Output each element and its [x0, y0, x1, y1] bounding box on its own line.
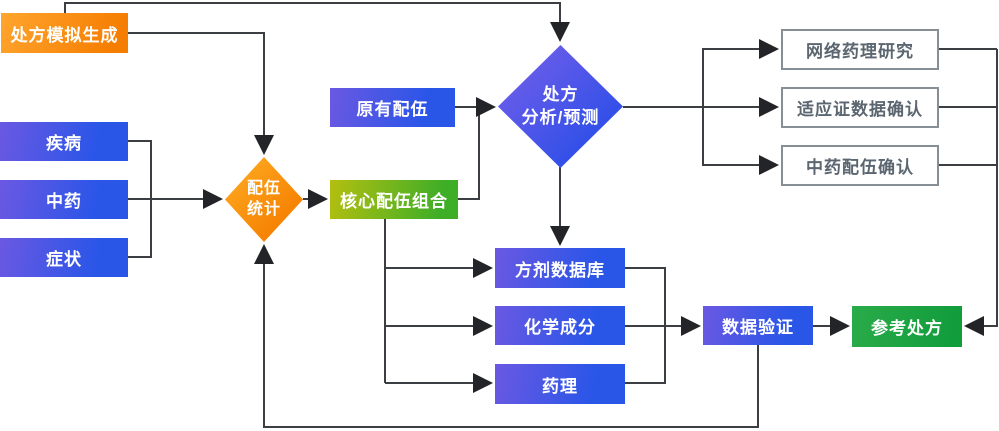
node-pharmacology: 药理 [495, 364, 625, 404]
node-herb-pairing-confirmation: 中药配伍确认 [781, 145, 939, 186]
node-chinese-medicine: 中药 [0, 180, 128, 219]
node-chemical-composition: 化学成分 [495, 306, 625, 345]
connector-feedback-loop [254, 244, 759, 428]
connector-pharmacology-merge [625, 326, 666, 384]
node-data-validation: 数据验证 [703, 306, 813, 345]
connector-simgen-to-analysis [64, 2, 570, 42]
node-disease: 疾病 [0, 122, 128, 161]
connector-core-merge [458, 107, 480, 200]
node-symptom: 症状 [0, 238, 128, 277]
node-reference-prescription: 参考处方 [852, 306, 962, 347]
connector-formuladb-merge [625, 267, 666, 326]
connector-confirm-merge-to-reference [939, 49, 998, 326]
node-original-pairing: 原有配伍 [330, 88, 455, 127]
node-formula-database: 方剂数据库 [495, 248, 625, 288]
connector-analysis-to-herbconfirm [702, 107, 779, 175]
node-core-pairing-combination: 核心配伍组合 [330, 180, 458, 219]
node-indication-data-confirmation: 适应证数据确认 [781, 87, 939, 128]
connector-analysis-to-network [702, 39, 779, 107]
node-network-pharmacology-research: 网络药理研究 [781, 29, 939, 70]
connector-simgen-to-pairingstats [128, 32, 274, 155]
node-prescription-simulation: 处方模拟生成 [1, 13, 128, 53]
